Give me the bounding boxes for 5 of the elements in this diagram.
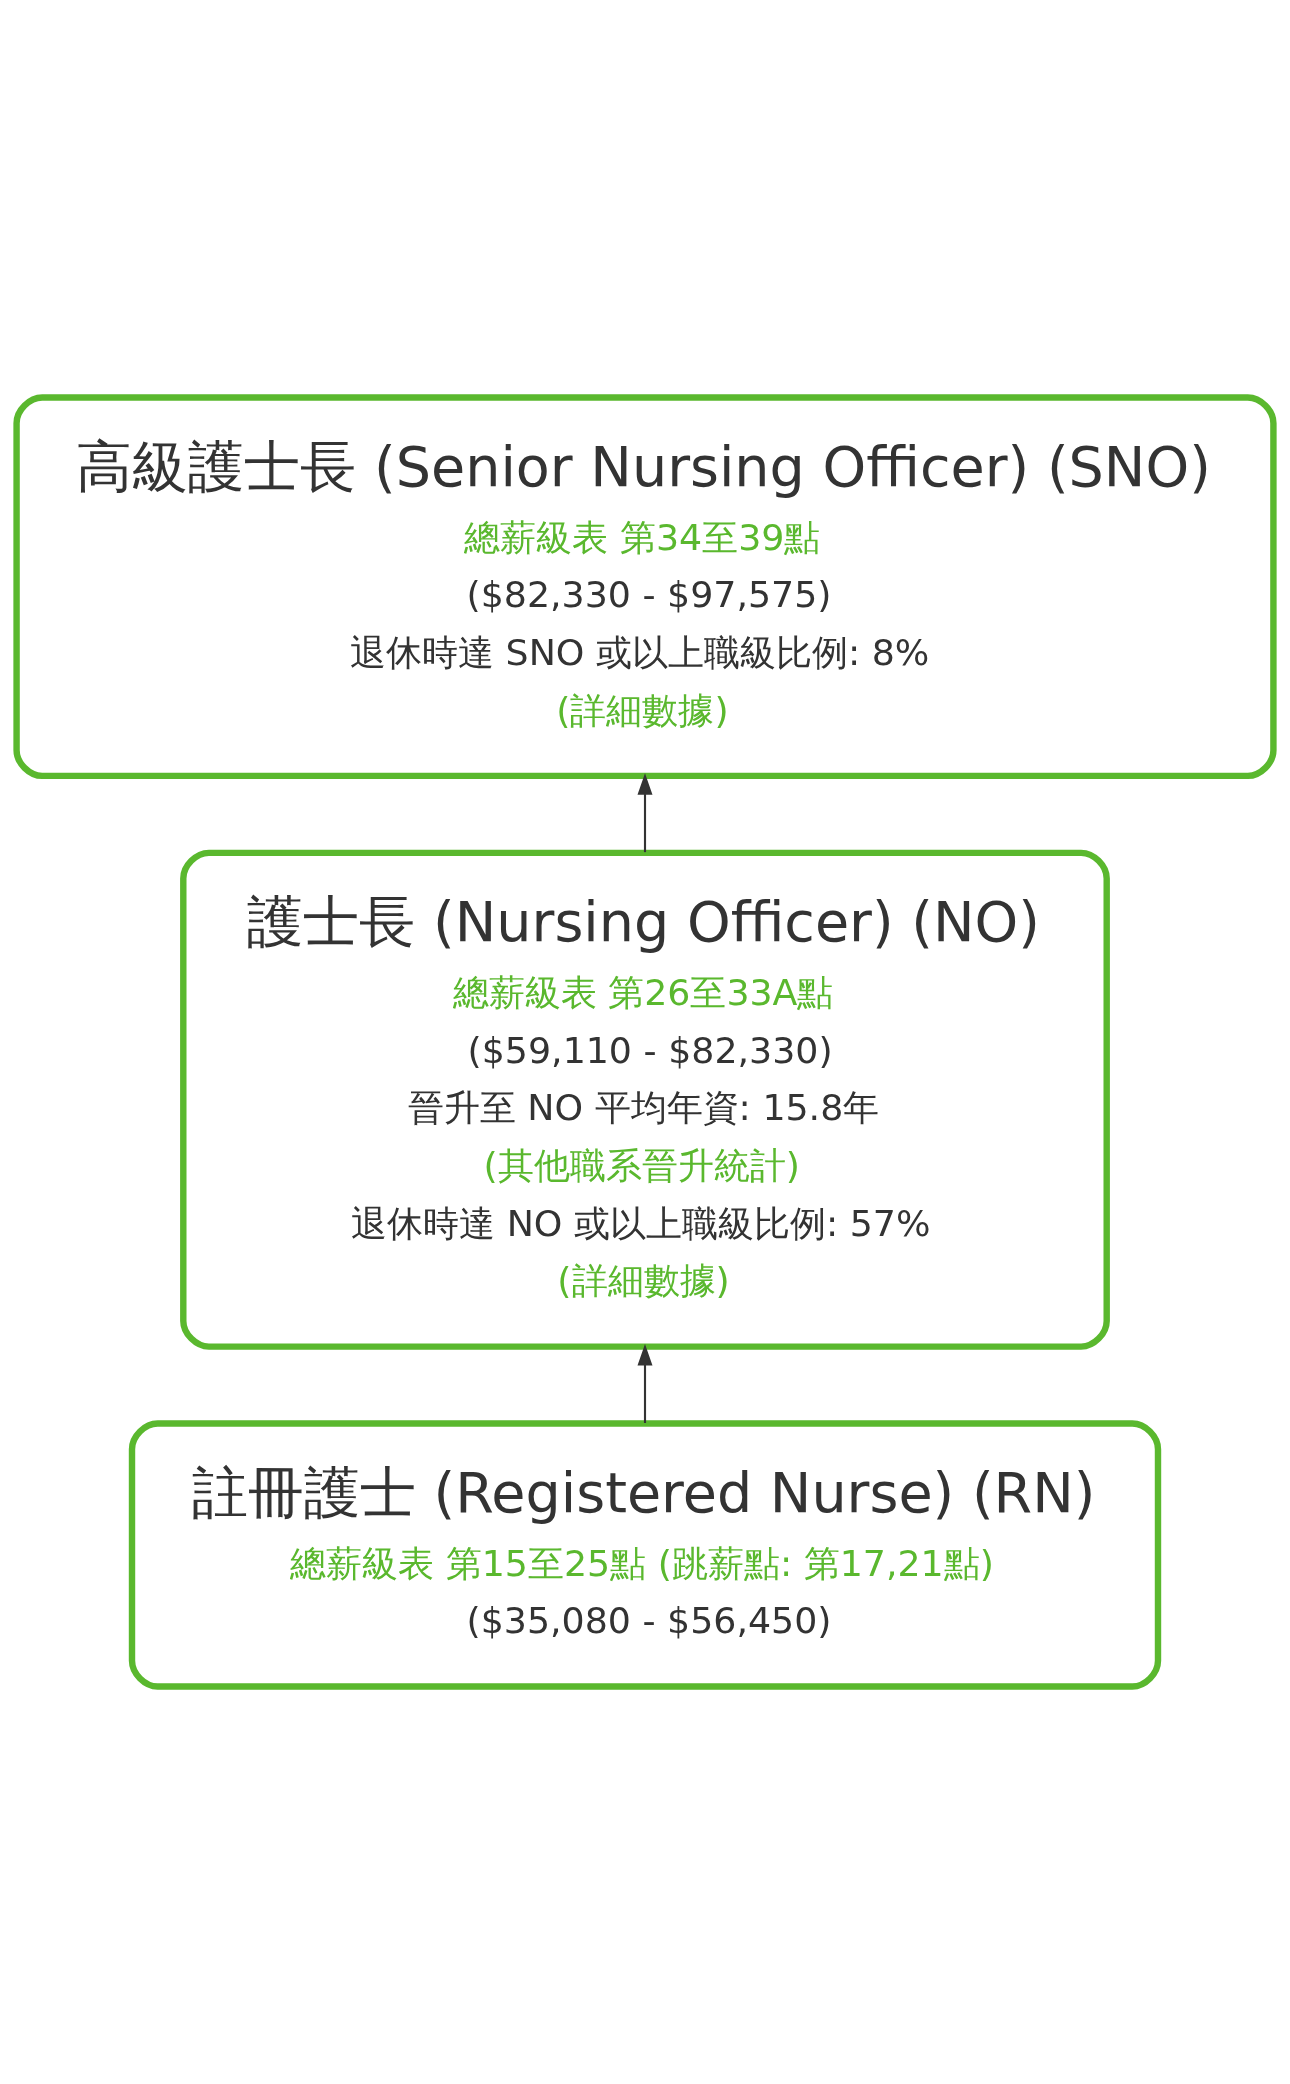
arrow xyxy=(637,1344,653,1423)
node-box: 註冊護士 (Registered Nurse) (RN) 總薪級表 第15至25點 (跳薪點: 第17,21點) ($35,080 - $56,450) xyxy=(128,1420,1162,1690)
node-box: 高級護士長 (Senior Nursing Officer) (SNO) 總薪級表 第34至39點 ($82,330 - $97,575) 退休時達 SNO 或以上職級比例: 8% (詳細數據) xyxy=(13,394,1277,780)
node-box: 護士長 (Nursing Officer) (NO) 總薪級表 第26至33A點 ($59,110 - $82,330) 晉升至 NO 平均年資: 15.8年 (其他職系晉升統計) 退休時達 NO 或以上職級比例: 57% (詳細數據) xyxy=(180,849,1110,1350)
arrow xyxy=(637,773,653,853)
